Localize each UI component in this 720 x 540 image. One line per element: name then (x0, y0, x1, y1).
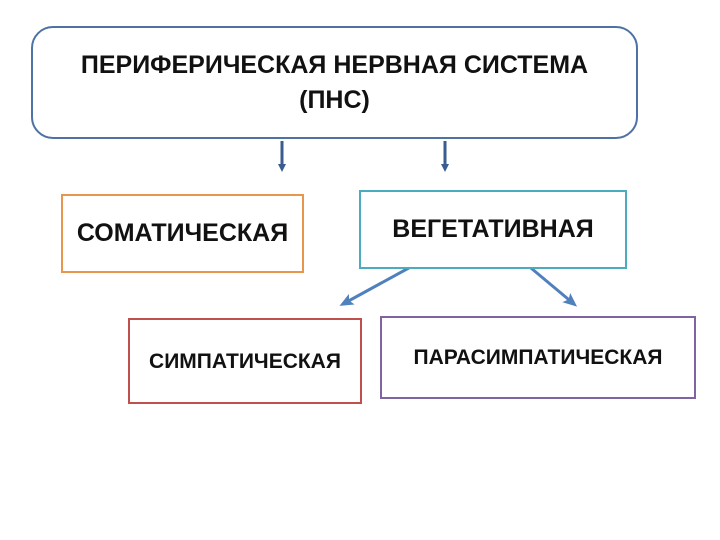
node-sympathetic: СИМПАТИЧЕСКАЯ (128, 318, 362, 404)
node-vegetative-label: ВЕГЕТАТИВНАЯ (392, 215, 594, 243)
node-parasympathetic: ПАРАСИМПАТИЧЕСКАЯ (380, 316, 696, 399)
root-node-label: ПЕРИФЕРИЧЕСКАЯ НЕРВНАЯ СИСТЕМА (ПНС) (80, 50, 589, 114)
node-somatic-label: СОМАТИЧЕСКАЯ (76, 219, 289, 247)
node-vegetative: ВЕГЕТАТИВНАЯ (359, 190, 627, 269)
node-parasympathetic-label: ПАРАСИМПАТИЧЕСКАЯ (413, 346, 663, 369)
node-sympathetic-label: СИМПАТИЧЕСКАЯ (149, 349, 341, 373)
node-somatic: СОМАТИЧЕСКАЯ (61, 194, 304, 273)
root-node-pns: ПЕРИФЕРИЧЕСКАЯ НЕРВНАЯ СИСТЕМА (ПНС) (31, 26, 638, 139)
